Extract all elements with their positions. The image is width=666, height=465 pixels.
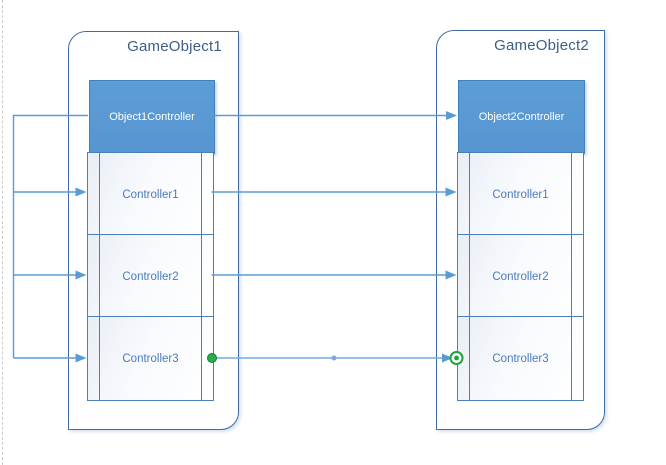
process-side-line [99, 153, 100, 236]
gameobject1-controller3-label: Controller3 [122, 352, 179, 365]
arrowhead-icon [75, 270, 87, 280]
object2controller-label: Object2Controller [478, 111, 565, 123]
process-side-line [99, 235, 100, 318]
arrowhead-icon [445, 187, 457, 197]
object1controller-label: Object1Controller [109, 111, 195, 123]
gameobject1-container[interactable]: GameObject1 Object1Controller Controller… [68, 31, 239, 430]
gameobject2-controller1-box[interactable]: Controller1 [457, 152, 584, 237]
gameobject1-controller1-label: Controller1 [122, 188, 179, 201]
process-side-line [201, 235, 202, 318]
page-boundary-line [2, 0, 3, 465]
gameobject2-controller2-box[interactable]: Controller2 [457, 234, 584, 319]
arrowhead-icon [442, 353, 453, 363]
process-side-line [201, 317, 202, 400]
gameobject2-controller2-label: Controller2 [492, 270, 549, 283]
gameobject2-container[interactable]: GameObject2 Object2Controller Controller… [436, 30, 605, 430]
process-side-line [571, 235, 572, 318]
process-side-line [571, 153, 572, 236]
process-side-line [201, 153, 202, 236]
gameobject2-controller3-box[interactable]: Controller3 [457, 316, 584, 401]
gameobject2-controller1-label: Controller1 [492, 188, 549, 201]
process-side-line [99, 317, 100, 400]
connector-start-handle[interactable] [207, 353, 217, 363]
process-side-line [469, 235, 470, 318]
arrowhead-icon [75, 187, 87, 197]
connector-end-glue-dot [454, 355, 459, 361]
arrowhead-icon [75, 353, 87, 363]
arrowhead-icon [446, 111, 457, 120]
process-side-line [469, 153, 470, 236]
connector-object1controller-left-trunk[interactable] [12, 114, 89, 359]
gameobject1-controller3-box[interactable]: Controller3 [87, 316, 214, 401]
object2controller-box[interactable]: Object2Controller [458, 80, 585, 154]
gameobject2-title: GameObject2 [494, 37, 589, 54]
process-side-line [469, 317, 470, 400]
gameobject1-controller2-label: Controller2 [122, 270, 179, 283]
arrowhead-icon [445, 270, 457, 280]
gameobject1-controller1-box[interactable]: Controller1 [87, 152, 214, 237]
gameobject2-controller3-label: Controller3 [492, 352, 549, 365]
connector-midpoint-handle[interactable] [331, 355, 337, 361]
gameobject1-title: GameObject1 [127, 38, 222, 55]
process-side-line [571, 317, 572, 400]
